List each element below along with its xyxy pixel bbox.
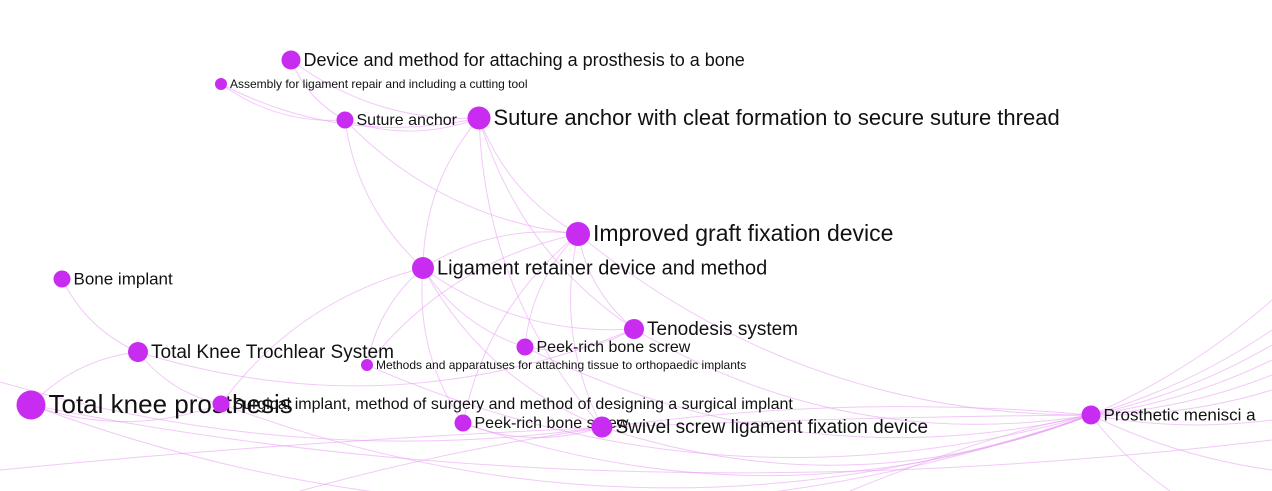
edge-arc-0: [0, 381, 603, 442]
node-label-n7: Bone implant: [74, 269, 174, 288]
edge-n10-n13: [137, 351, 222, 405]
edge-n5-n16: [577, 233, 1092, 416]
edge-n6-n14: [421, 267, 464, 424]
edge-offscreen-right-2: [1090, 359, 1272, 416]
edge-n4-n8: [478, 117, 635, 330]
edge-n5-n11: [366, 233, 579, 366]
edge-offscreen-right-5: [1090, 299, 1272, 416]
node-n16[interactable]: [1081, 405, 1101, 425]
edge-arc-3: [299, 406, 1092, 491]
node-label-n6: Ligament retainer device and method: [437, 257, 767, 279]
edge-n6-n13: [220, 267, 424, 405]
edge-offscreen-right-8: [1090, 414, 1272, 426]
edge-n5-n14: [462, 233, 579, 424]
edge-offscreen-right-1: [1090, 344, 1272, 416]
node-label-n3: Suture anchor: [357, 112, 458, 129]
edge-arc-1: [0, 414, 1092, 471]
edge-offscreen-right-0: [1090, 329, 1272, 416]
node-n12[interactable]: [16, 390, 46, 420]
edge-n14-n16: [462, 414, 1092, 477]
node-n15[interactable]: [591, 416, 613, 438]
node-label-n11: Methods and apparatuses for attaching ti…: [376, 358, 746, 372]
edge-n9-n8: [524, 328, 635, 351]
edge-arc-4: [849, 414, 1092, 491]
node-n1[interactable]: [281, 50, 301, 70]
node-label-n15: Swivel screw ligament fixation device: [616, 417, 929, 438]
node-label-n8: Tenodesis system: [647, 319, 798, 340]
edge-n6-n8: [422, 267, 635, 331]
node-n3[interactable]: [336, 111, 354, 129]
node-n13[interactable]: [212, 395, 230, 413]
edge-n3-n5: [344, 119, 579, 235]
edge-layer: [0, 59, 1272, 491]
node-label-n4: Suture anchor with cleat formation to se…: [494, 105, 1060, 130]
node-layer: Device and method for attaching a prosth…: [16, 50, 1257, 438]
edge-n2-n3: [220, 83, 346, 121]
node-label-n5: Improved graft fixation device: [593, 220, 893, 246]
node-n10[interactable]: [128, 342, 148, 362]
edge-n12-n16: [30, 404, 1092, 491]
edge-arc-2: [30, 404, 1272, 474]
edge-offscreen-right-3: [1090, 374, 1272, 416]
node-n7[interactable]: [53, 270, 71, 288]
edge-n5-n15: [570, 233, 603, 428]
edge-n6-n15: [422, 267, 603, 428]
edge-n5-n6: [422, 231, 579, 269]
node-label-n16: Prosthetic menisci a: [1104, 405, 1257, 424]
node-n6[interactable]: [412, 257, 434, 279]
node-label-n2: Assembly for ligament repair and includi…: [230, 77, 528, 91]
node-n8[interactable]: [624, 319, 644, 339]
node-n9[interactable]: [516, 338, 534, 356]
edge-n4-n15: [478, 117, 603, 428]
edge-n13-n16: [220, 403, 1092, 489]
edge-n4-n5: [478, 117, 579, 235]
edge-n10-n8: [137, 328, 635, 387]
edge-n4-n6: [422, 117, 480, 269]
node-n2[interactable]: [215, 78, 227, 90]
node-label-n12: Total knee prosthesis: [49, 389, 293, 419]
edge-n11-n16: [366, 364, 1092, 459]
edge-offscreen-right-7: [1090, 414, 1171, 491]
edge-n6-n11: [366, 267, 424, 366]
edge-n6-n9: [422, 267, 526, 348]
edge-n12-n13: [30, 403, 222, 423]
node-n5[interactable]: [566, 222, 590, 246]
edge-n5-n8: [577, 233, 635, 330]
node-label-n10: Total Knee Trochlear System: [151, 342, 394, 363]
node-n4[interactable]: [467, 106, 491, 130]
node-n11[interactable]: [361, 359, 373, 371]
node-label-n9: Peek-rich bone screw: [537, 339, 691, 356]
node-label-n13: Surgical implant, method of surgery and …: [233, 396, 794, 413]
edge-n5-n9: [524, 233, 579, 348]
edge-n1-n4: [290, 59, 480, 119]
edge-n8-n16: [633, 328, 1092, 425]
edge-n7-n10: [61, 278, 139, 353]
node-n14[interactable]: [454, 414, 472, 432]
edge-n3-n6: [344, 119, 424, 269]
node-label-n1: Device and method for attaching a prosth…: [304, 50, 745, 70]
node-label-n14: Peek-rich bone screw: [475, 415, 629, 432]
edge-n9-n16: [524, 346, 1092, 439]
edge-offscreen-right-4: [1090, 389, 1272, 416]
edge-n3-n4: [344, 117, 480, 132]
